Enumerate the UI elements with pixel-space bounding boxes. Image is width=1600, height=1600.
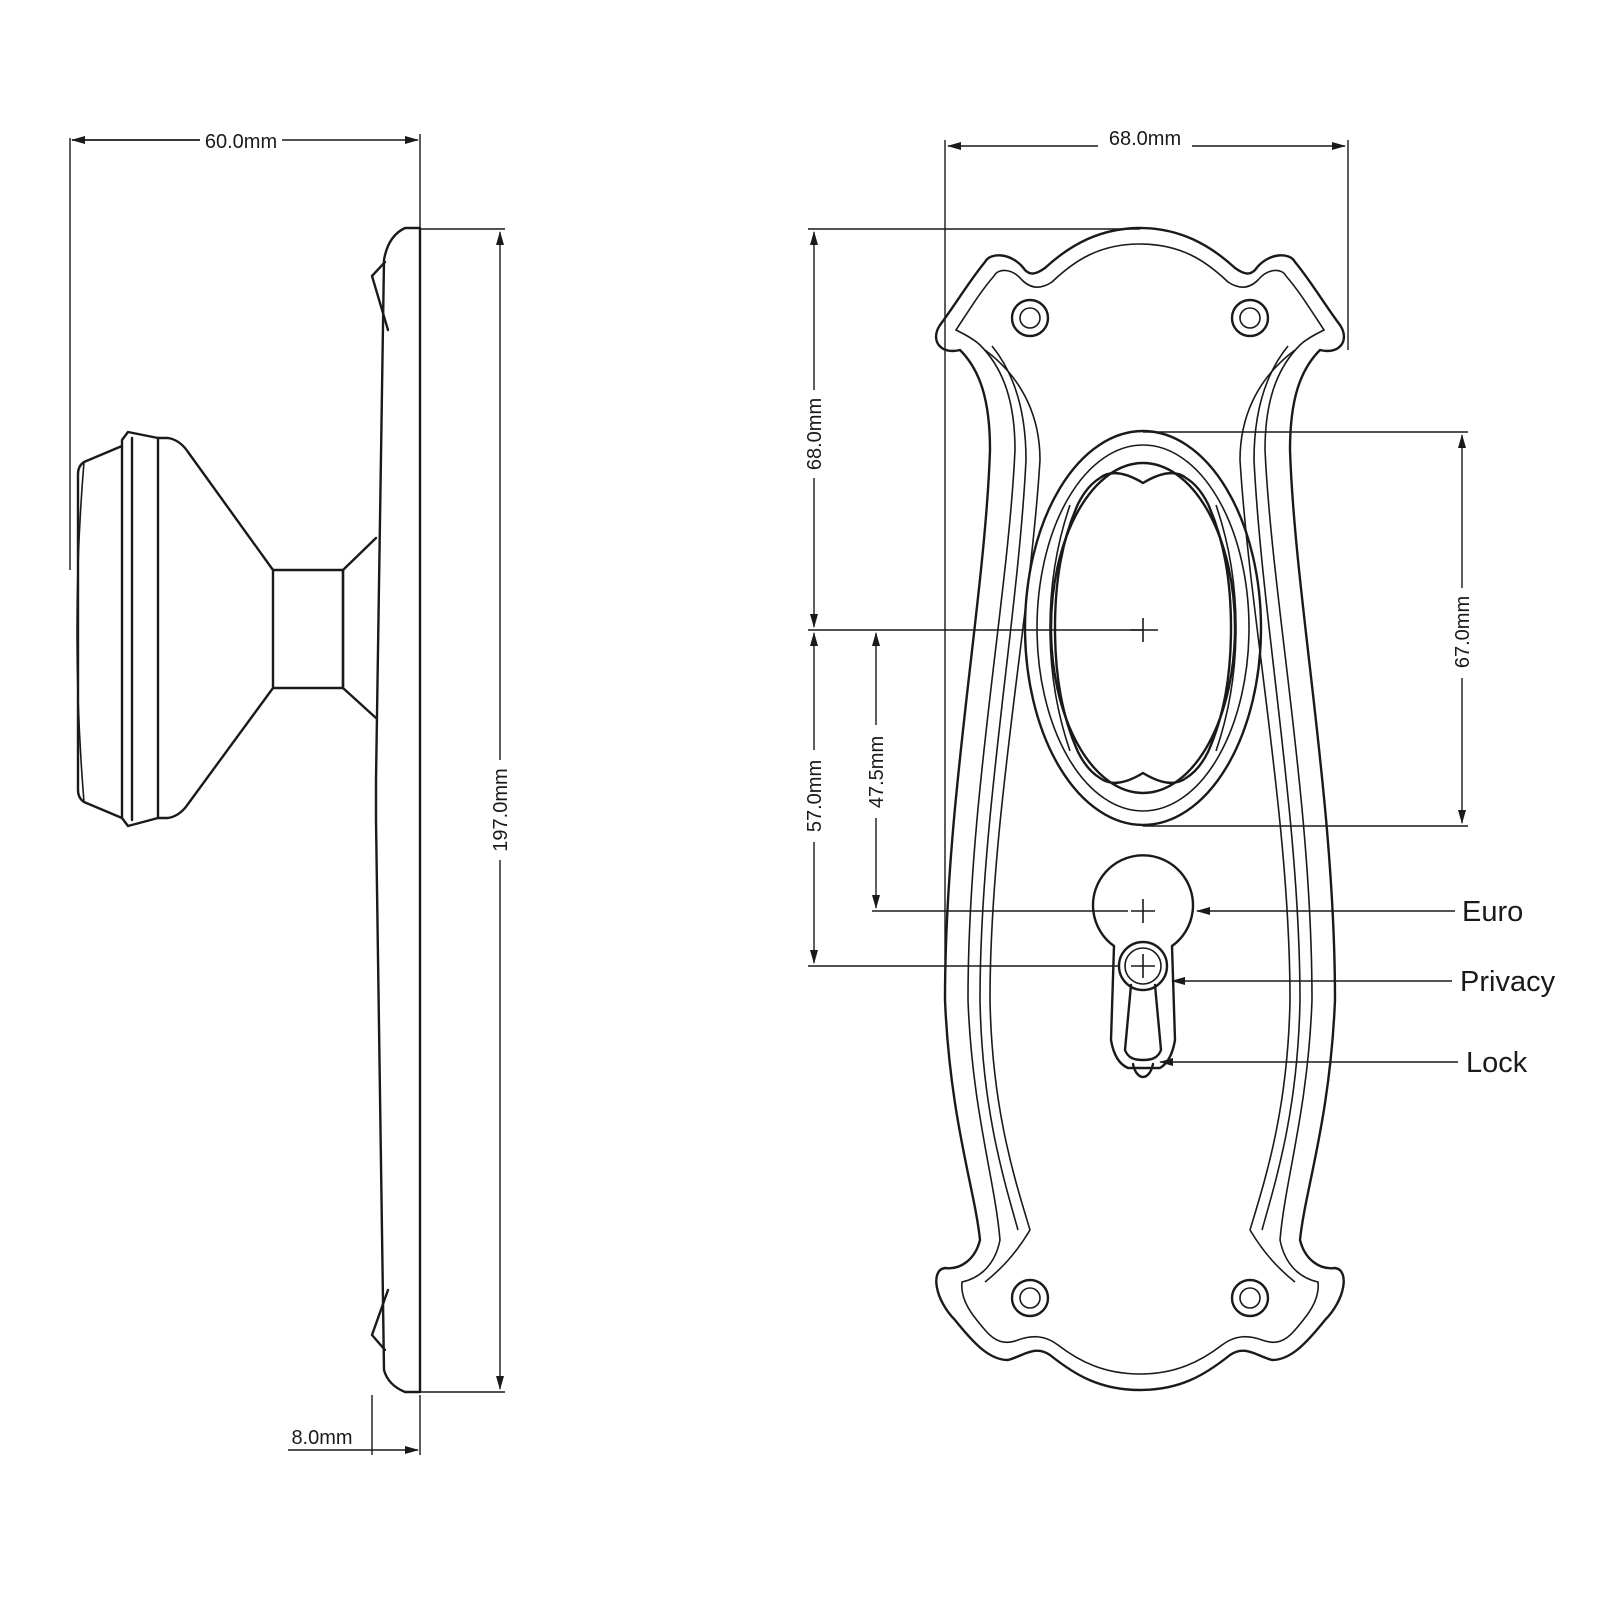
- side-knob-rim: [120, 430, 160, 828]
- dimension-side-thickness: 8.0mm: [288, 1395, 421, 1455]
- side-knob-shank: [271, 568, 345, 690]
- front-right-moulding-2: [1253, 345, 1301, 1231]
- side-backplate-outline: [374, 226, 422, 1394]
- front-plate-inner-outline: [954, 243, 1326, 1375]
- screw-hole-top-right: [1230, 298, 1270, 338]
- callout-privacy: Privacy: [1171, 966, 1556, 998]
- side-backplate-bottom-tip: [370, 1288, 390, 1352]
- dimension-side-width: 60.0mm: [69, 131, 421, 570]
- side-knob-cone: [156, 436, 275, 820]
- dimension-center-to-euro: 47.5mm: [866, 632, 1128, 912]
- dimension-side-thickness-label: 8.0mm: [291, 1427, 352, 1449]
- dimension-center-to-euro-label: 47.5mm: [866, 736, 888, 808]
- dimension-oval-height: 67.0mm: [1143, 431, 1474, 827]
- side-knob-neck: [341, 536, 378, 720]
- dimension-oval-height-label: 67.0mm: [1452, 596, 1474, 668]
- callout-euro-label: Euro: [1462, 896, 1523, 928]
- dimension-side-height-label: 197.0mm: [490, 768, 512, 851]
- dimension-side-width-label: 60.0mm: [205, 131, 277, 153]
- dimension-front-width-label: 68.0mm: [1109, 128, 1181, 150]
- dimension-top-to-center-label: 68.0mm: [804, 398, 826, 470]
- front-left-moulding: [984, 349, 1041, 1283]
- screw-hole-top-left: [1010, 298, 1050, 338]
- callout-lock-label: Lock: [1466, 1047, 1528, 1079]
- front-right-moulding: [1239, 349, 1296, 1283]
- side-backplate-top-tip: [370, 260, 390, 332]
- dimension-center-to-privacy-label: 57.0mm: [804, 760, 826, 832]
- side-knob-face: [76, 444, 124, 820]
- dimension-top-to-center: 68.0mm: [804, 228, 1143, 631]
- front-plate-outline: [934, 226, 1346, 1392]
- dimension-side-height: 197.0mm: [420, 228, 512, 1393]
- front-oval-rose: [1023, 429, 1263, 827]
- front-left-moulding-2: [979, 345, 1027, 1231]
- cylinder-cutout: [1091, 854, 1195, 1079]
- front-view: 68.0mm 68.0mm 67.0mm 57.0mm: [804, 128, 1556, 1392]
- callout-euro: Euro: [1196, 896, 1523, 928]
- dimension-front-width: 68.0mm: [944, 128, 1349, 960]
- callout-privacy-label: Privacy: [1460, 966, 1556, 998]
- screw-hole-bottom-left: [1010, 1278, 1050, 1318]
- dimension-center-to-privacy: 57.0mm: [804, 632, 1120, 967]
- side-view: 60.0mm 197.0mm 8.0mm: [69, 131, 512, 1455]
- callout-lock: Lock: [1159, 1047, 1528, 1079]
- side-knob-face-curve: [76, 461, 85, 803]
- screw-hole-bottom-right: [1230, 1278, 1270, 1318]
